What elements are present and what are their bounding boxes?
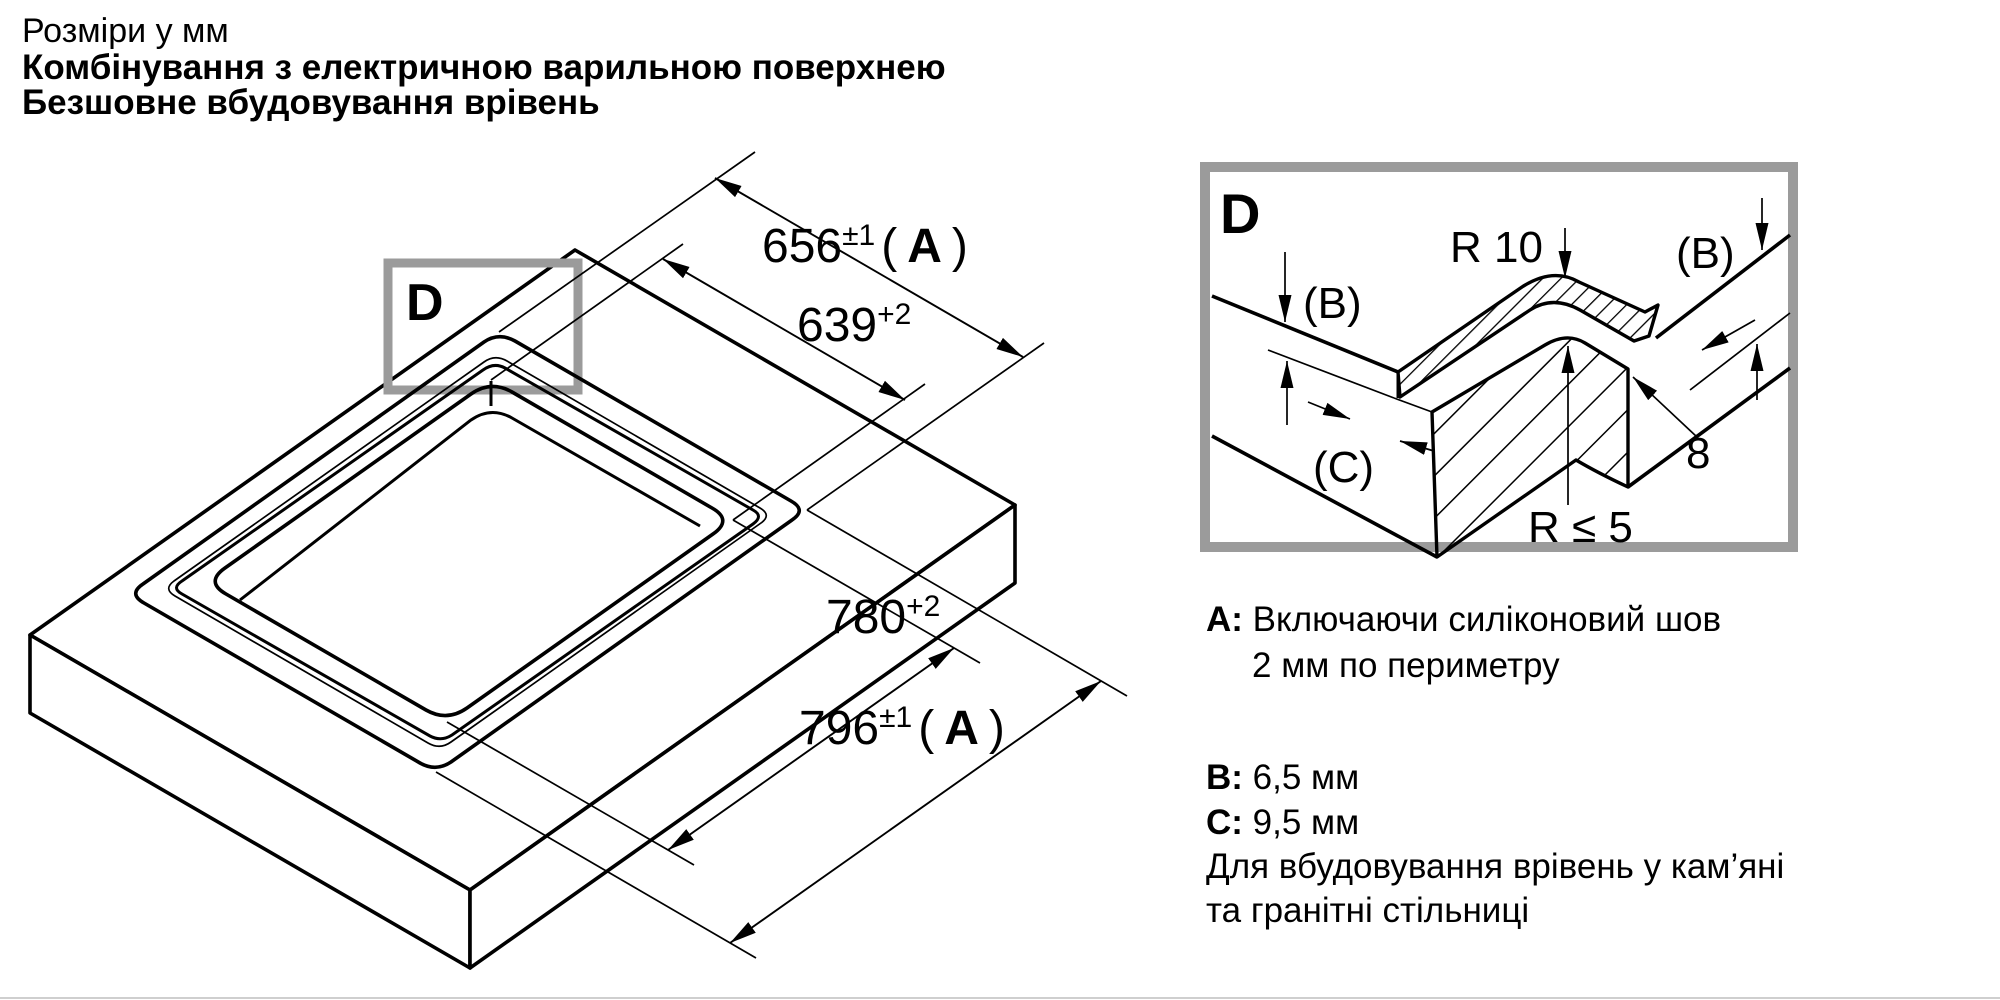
dim-line-639 xyxy=(662,258,906,401)
cutout-outer-seam-outline xyxy=(133,334,802,770)
legend-note-text-2: та гранітні стільниці xyxy=(1206,891,1530,930)
extension-lines xyxy=(435,151,1128,959)
page-subtitle: Безшовне вбудовування врівень xyxy=(22,83,600,122)
legend-a-key: A: xyxy=(1206,600,1243,639)
dim-line-796 xyxy=(729,680,1102,944)
dimension-lines xyxy=(662,177,1102,944)
cooktop-glass-edge-section xyxy=(1396,273,1660,399)
dim-text-656: 656±1(A) xyxy=(762,219,968,273)
recess-step-outline xyxy=(167,356,768,748)
page-bottom-border xyxy=(0,997,2000,999)
legend-b-value: 6,5 мм xyxy=(1252,758,1360,797)
dim-text-780: 780+2 xyxy=(826,590,940,644)
legend-note-line2: та гранітні стільниці xyxy=(1206,891,1529,931)
b-left-label: (B) xyxy=(1303,279,1362,328)
legend-c-key: C: xyxy=(1206,803,1243,842)
worktop-step-section xyxy=(1430,336,1630,559)
dim-text-796: 796±1(A) xyxy=(799,701,1005,755)
legend-b-row: B: 6,5 мм xyxy=(1206,758,1359,798)
c-right-arrow xyxy=(1307,401,1351,420)
legend-a-text-line1: Включаючи силіконовий шов xyxy=(1252,600,1722,639)
legend-c-row: C: 9,5 мм xyxy=(1206,803,1359,843)
worktop-isometric-drawing: D 656±1(A) 639+2 780 xyxy=(28,151,1128,970)
units-note: Розміри у мм xyxy=(22,12,229,50)
detail-annotation-arrows xyxy=(1278,198,1769,505)
legend-c-value: 9,5 мм xyxy=(1252,803,1360,842)
left-worktop-section xyxy=(1211,294,1438,559)
legend-b-key: B: xyxy=(1206,758,1243,797)
detail-d-view-label: D xyxy=(1220,182,1260,245)
c-left-arrow xyxy=(1399,440,1435,455)
radius-top-label: R 10 xyxy=(1450,223,1543,272)
radius-bottom-label: R ≤ 5 xyxy=(1528,503,1633,552)
legend-note-line1: Для вбудовування врівень у кам’яні xyxy=(1206,847,1784,887)
detail-d-view: D xyxy=(1200,162,1798,559)
edge-8-upper-arrow xyxy=(1701,319,1756,351)
dim-text-639: 639+2 xyxy=(797,298,911,352)
inner-cutout-outline xyxy=(213,384,725,718)
c-label: (C) xyxy=(1313,443,1374,492)
right-worktop-section xyxy=(1626,233,1792,489)
detail-d-marker-label: D xyxy=(406,274,444,332)
inner-cutout-bottom-edge xyxy=(239,411,701,602)
edge-width-label: 8 xyxy=(1686,429,1710,478)
legend-a-text-line2: 2 мм по периметру xyxy=(1252,646,1560,685)
detail-d-frame xyxy=(1200,162,1798,552)
legend-note-text-1: Для вбудовування врівень у кам’яні xyxy=(1206,847,1785,886)
edge-8-lower-arrow xyxy=(1632,376,1698,438)
legend-a-row: A: Включаючи силіконовий шов xyxy=(1206,600,1721,640)
detail-d-marker-box xyxy=(383,258,583,395)
legend-a-row-line2: 2 мм по периметру xyxy=(1252,646,1560,686)
b-right-label: (B) xyxy=(1676,229,1735,278)
page-title: Комбінування з електричною варильною пов… xyxy=(22,48,946,87)
recess-step-inner-outline xyxy=(175,363,760,741)
